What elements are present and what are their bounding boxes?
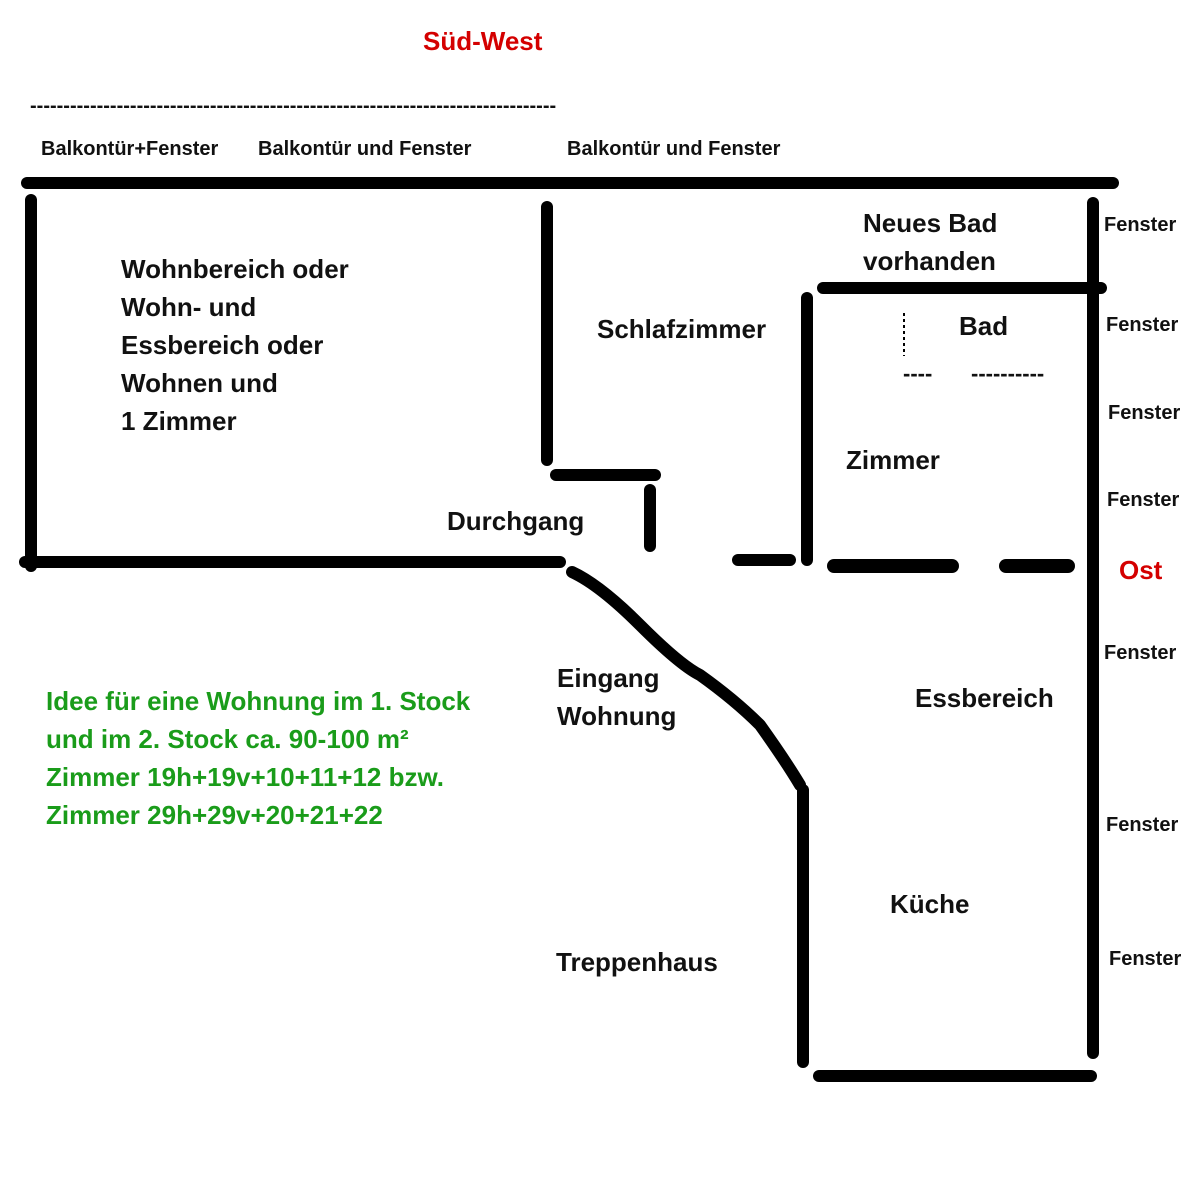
stairwell-label: Treppenhaus <box>556 947 718 977</box>
new-bath-line-1: Neues Bad <box>863 208 998 238</box>
bath-dash-left: ---- <box>903 361 933 386</box>
balcony-label-3: Balkontür und Fenster <box>567 138 781 160</box>
window-label-1: Fenster <box>1104 214 1177 236</box>
room-label: Zimmer <box>846 445 940 475</box>
passage-label: Durchgang <box>447 506 585 536</box>
living-area-line-4: Wohnen und <box>121 368 278 398</box>
note-line-1: Idee für eine Wohnung im 1. Stock <box>46 686 471 716</box>
entrance-line-1: Eingang <box>557 663 660 693</box>
bath-label: Bad <box>959 311 1009 341</box>
top-dash-line: ----------------------------------------… <box>30 95 557 117</box>
wall-entrance-diagonal <box>566 566 806 791</box>
living-area-line-2: Wohn- und <box>121 292 257 322</box>
entrance-label: Eingang Wohnung <box>557 659 676 735</box>
window-label-2: Fenster <box>1106 314 1179 336</box>
dining-area-label: Essbereich <box>915 683 1054 713</box>
window-label-7: Fenster <box>1109 948 1182 970</box>
balcony-label-2: Balkontür und Fenster <box>258 138 472 160</box>
new-bath-label: Neues Bad vorhanden <box>863 204 997 280</box>
note-line-4: Zimmer 29h+29v+20+21+22 <box>46 800 383 830</box>
compass-south-west: Süd-West <box>423 26 543 56</box>
window-label-4: Fenster <box>1107 489 1180 511</box>
window-label-3: Fenster <box>1108 402 1181 424</box>
living-area-label: Wohnbereich oder Wohn- und Essbereich od… <box>121 250 349 440</box>
new-bath-line-2: vorhanden <box>863 246 996 276</box>
window-label-6: Fenster <box>1106 814 1179 836</box>
window-label-5: Fenster <box>1104 642 1177 664</box>
bedroom-label: Schlafzimmer <box>597 314 767 344</box>
compass-east: Ost <box>1119 555 1163 585</box>
note-line-2: und im 2. Stock ca. 90-100 m² <box>46 724 409 754</box>
living-area-line-3: Essbereich oder <box>121 330 324 360</box>
balcony-label-1: Balkontür+Fenster <box>41 138 219 160</box>
note-line-3: Zimmer 19h+19v+10+11+12 bzw. <box>46 762 444 792</box>
entrance-line-2: Wohnung <box>557 701 677 731</box>
kitchen-label: Küche <box>890 889 970 919</box>
living-area-line-1: Wohnbereich oder <box>121 254 349 284</box>
living-area-line-5: 1 Zimmer <box>121 406 237 436</box>
apartment-note: Idee für eine Wohnung im 1. Stock und im… <box>46 682 470 834</box>
bath-dash-right: ---------- <box>971 361 1045 386</box>
